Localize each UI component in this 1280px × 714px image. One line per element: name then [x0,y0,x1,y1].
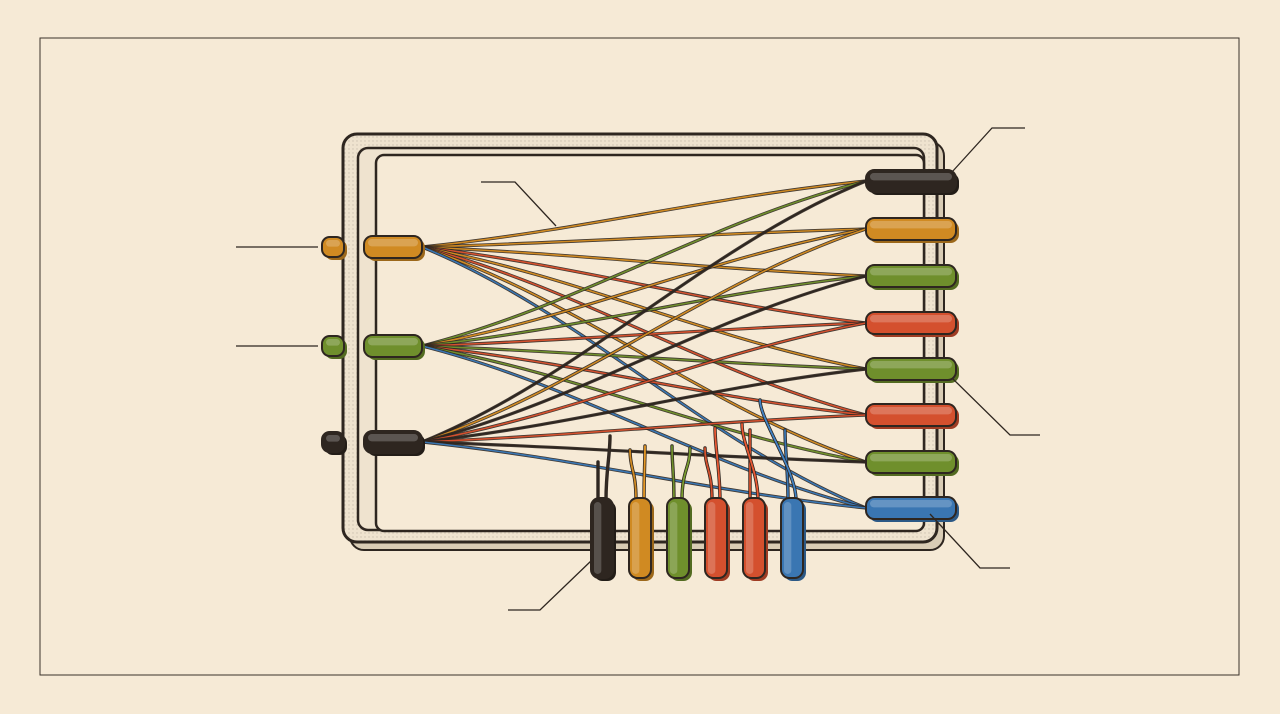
bottom-terminal-orange-1 [628,497,652,579]
output-plug-orange-1-highlight [870,221,952,229]
input-plug-green-1-highlight [368,338,418,346]
bottom-wire-0-1 [605,435,611,501]
input-plug-green-1 [363,334,423,358]
wire-0-7 [421,246,867,509]
wire-2-1 [421,228,867,443]
callout-lines [236,127,1040,611]
connector-group [321,169,959,581]
bottom-terminal-black-0 [590,497,614,579]
bottom-terminal-blue-5 [780,497,804,579]
output-plug-green-2-highlight [870,268,952,276]
output-plug-orange-1 [865,217,957,241]
output-plug-black-0 [865,169,957,193]
bottom-wire-1-0 [629,449,637,501]
bottom-wire-2-0 [671,445,675,501]
wire-0-5 [421,246,867,416]
output-plug-red-3 [865,311,957,335]
input-stub-black-2-highlight [326,435,340,442]
wire-0-4 [421,246,867,370]
callout-output-bottom [929,513,1010,569]
bottom-terminal-red-3 [704,497,728,579]
bottom-terminal-green-2 [666,497,690,579]
wire-0-2 [421,246,867,277]
output-plug-red-5 [865,403,957,427]
input-stub-orange-0-highlight [326,240,340,247]
callout-wire-bundle [481,181,557,227]
wire-1-1 [421,228,867,347]
output-plug-blue-7-highlight [870,500,952,508]
callout-bottom-terminals [508,559,593,611]
callout-output-middle [951,377,1040,436]
output-plug-black-0-highlight [870,173,952,181]
wire-2-5 [421,414,867,443]
wire-0-1 [421,228,867,248]
input-stub-black-2 [321,431,345,453]
bottom-wire-3-1 [714,427,721,501]
wire-2-3 [421,322,867,443]
output-plug-green-6-highlight [870,454,952,462]
input-stub-green-1 [321,335,345,357]
bottom-terminal-orange-1-highlight [632,502,640,574]
input-stub-orange-0 [321,236,345,258]
input-stub-green-1-highlight [326,339,340,346]
output-plug-green-4 [865,357,957,381]
bottom-wire-3-0 [704,447,713,501]
wire-bundle [420,179,868,510]
wire-0-3 [421,246,867,324]
output-plug-green-6 [865,450,957,474]
bottom-wire-group [596,398,798,502]
bottom-terminal-green-2-highlight [670,502,678,574]
callout-output-top [951,127,1025,173]
wire-2-2 [421,275,867,443]
wire-0-0 [421,180,867,248]
bottom-wire-2-1 [681,447,691,501]
bottom-wire-1-1 [643,445,646,501]
wire-1-5 [421,345,867,416]
input-plug-black-2-highlight [368,434,418,442]
output-plug-green-4-highlight [870,361,952,369]
wire-2-0 [421,180,867,443]
bottom-wire-5-1 [759,399,797,501]
wire-1-0 [421,180,867,347]
wire-0-6 [421,246,867,463]
bottom-terminal-black-0-highlight [594,502,602,574]
outer-border [39,37,1240,676]
bottom-terminal-red-4 [742,497,766,579]
wire-2-4 [421,368,867,443]
bottom-wire-4-1 [741,423,759,501]
input-plug-black-2 [363,430,423,454]
input-plug-orange-0-highlight [368,239,418,247]
output-plug-green-2 [865,264,957,288]
input-plug-orange-0 [363,235,423,259]
output-plug-red-5-highlight [870,407,952,415]
bottom-terminal-blue-5-highlight [784,502,792,574]
bottom-terminal-red-4-highlight [746,502,754,574]
output-plug-red-3-highlight [870,315,952,323]
bottom-terminal-red-3-highlight [708,502,716,574]
output-plug-blue-7 [865,496,957,520]
